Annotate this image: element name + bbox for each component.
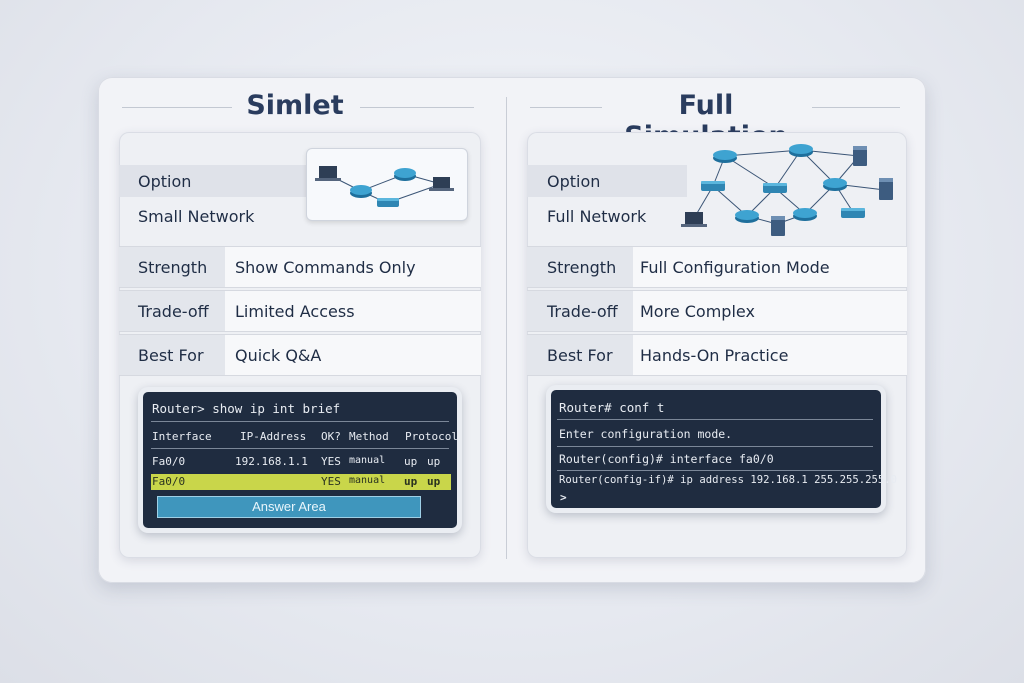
title-rule-left [530,107,602,108]
title-rule-right [812,107,900,108]
server-icon [771,216,785,236]
row1-status: up [404,455,418,468]
full-simulation-terminal: Router# conf t Enter configuration mode.… [551,390,897,508]
router-icon [350,185,372,198]
row1-ok: YES [321,455,341,468]
row-key-cell [527,247,633,287]
terminal-rule [151,421,449,422]
option-label: Option [547,172,601,191]
router-icon [735,210,759,223]
header-ok: OK? [321,430,341,443]
terminal-rule [151,448,449,449]
terminal-cursor[interactable]: > [560,491,567,504]
row2-method: manual [349,475,386,486]
tradeoff-label: Trade-off [138,302,209,321]
title-rule-left [122,107,232,108]
full-simulation-panel: Option Full Network [527,132,907,558]
terminal-rule [557,419,873,420]
option-value: Full Network [547,207,647,226]
terminal-line-ip: Router(config-if)# ip address 192.168.1 … [559,474,898,486]
header-interface: Interface [152,430,212,443]
server-icon [853,146,867,166]
terminal-line-conf: Router# conf t [559,400,665,415]
router-icon [793,208,817,221]
column-divider [506,97,507,559]
router-icon [789,144,813,157]
bestfor-label: Best For [138,346,204,365]
terminal-line-enter: Enter configuration mode. [559,427,733,441]
row-key-cell [119,247,225,287]
bestfor-row: Best For Quick Q&A [119,334,481,376]
tradeoff-value: More Complex [640,302,755,321]
switch-icon [841,208,865,218]
title-rule-right [360,107,474,108]
strength-value: Show Commands Only [235,258,416,277]
row2-status: up [404,475,418,488]
tradeoff-value: Limited Access [235,302,355,321]
small-network-diagram [306,148,468,221]
row1-method: manual [349,455,386,466]
server-icon [879,178,893,200]
router-icon [823,178,847,191]
bestfor-value: Quick Q&A [235,346,322,365]
row1-ip: 192.168.1.1 [235,455,308,468]
router-icon [394,168,416,181]
option-label: Option [138,172,192,191]
header-protocol: Protocol [405,430,458,443]
row1-protocol: up [427,455,441,468]
laptop-icon [429,177,454,191]
terminal-rule [557,446,873,447]
option-band [527,165,687,197]
answer-area[interactable]: Answer Area [157,496,421,518]
strength-row: Strength Show Commands Only [119,246,481,288]
row2-protocol: up [427,475,441,488]
simlet-title: Simlet [246,90,344,121]
strength-row: Strength Full Configuration Mode [527,246,907,288]
row-key-cell [527,291,633,331]
bestfor-row: Best For Hands-On Practice [527,334,907,376]
simlet-terminal: Router> show ip int brief Interface IP-A… [143,392,458,528]
row2-ok: YES [321,475,341,488]
row1-interface: Fa0/0 [152,455,186,468]
highlighted-row [151,474,451,490]
tradeoff-row: Trade-off Limited Access [119,290,481,332]
strength-value: Full Configuration Mode [640,258,830,277]
small-network-svg [315,166,454,207]
laptop-icon [315,166,341,181]
header-method: Method [349,430,389,443]
simlet-panel: Option Small Network [119,132,481,558]
row-key-cell [527,335,633,375]
row-key-cell [119,291,225,331]
option-band [119,165,309,197]
terminal-line-interface: Router(config)# interface fa0/0 [559,452,774,466]
row-key-cell [119,335,225,375]
full-network-diagram [681,144,893,236]
row2-interface: Fa0/0 [152,475,186,488]
laptop-icon [681,212,707,227]
header-ip: IP-Address [240,430,307,443]
strength-label: Strength [547,258,617,277]
tradeoff-row: Trade-off More Complex [527,290,907,332]
bestfor-value: Hands-On Practice [640,346,789,365]
tradeoff-label: Trade-off [547,302,618,321]
option-value: Small Network [138,207,255,226]
switch-icon [701,181,725,191]
switch-icon [377,198,399,207]
terminal-prompt: Router> show ip int brief [152,401,341,416]
router-icon [713,150,737,163]
bestfor-label: Best For [547,346,613,365]
terminal-rule [557,470,873,471]
switch-icon [763,183,787,193]
strength-label: Strength [138,258,208,277]
